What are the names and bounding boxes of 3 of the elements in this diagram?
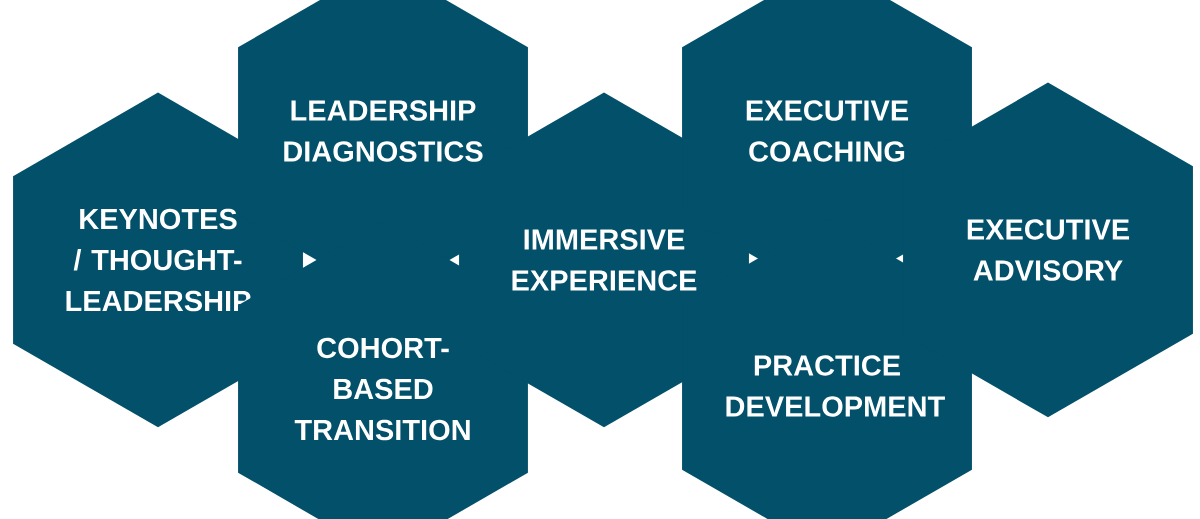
node-label: EXECUTIVE ADVISORY: [967, 219, 1130, 281]
node-label: IMMERSIVE EXPERIENCE: [512, 229, 697, 291]
node-label: KEYNOTES / THOUGHT-LEADERSHIP: [66, 208, 251, 312]
